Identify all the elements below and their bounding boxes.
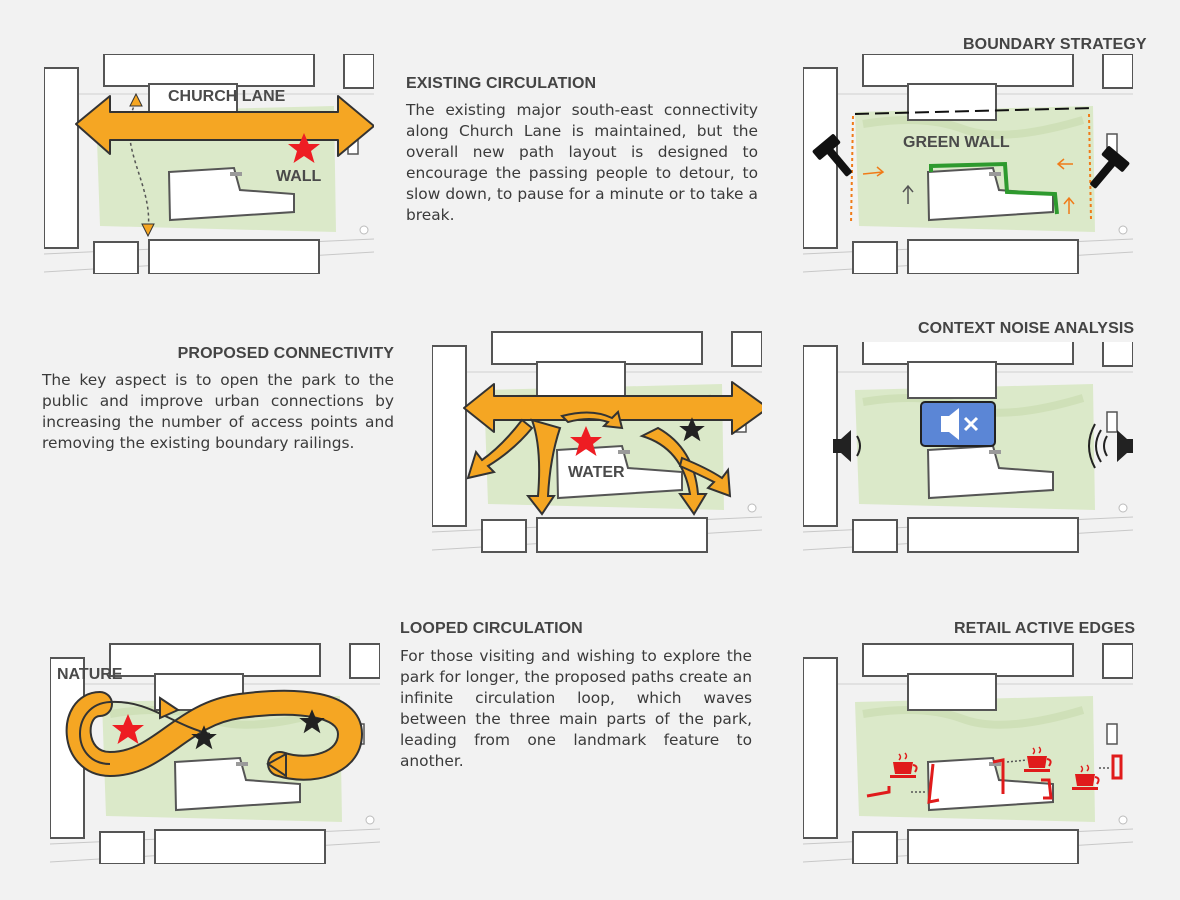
retail-edges-heading: RETAIL ACTIVE EDGES <box>954 620 1136 637</box>
looped-circulation-heading: LOOPED CIRCULATION <box>400 620 583 637</box>
retail-edges-map: RETAIL ACTIVE EDGES <box>803 614 1136 864</box>
existing-circulation-heading: EXISTING CIRCULATION <box>406 75 597 92</box>
looped-circulation-text: For those visiting and wishing to explor… <box>400 647 752 770</box>
green-wall-label: GREEN WALL <box>903 134 1010 151</box>
church-lane-label: CHURCH LANE <box>168 88 286 105</box>
proposed-connectivity-heading: PROPOSED CONNECTIVITY <box>177 345 394 362</box>
wall-label: WALL <box>276 168 322 185</box>
boundary-strategy-heading: BOUNDARY STRATEGY <box>963 36 1147 53</box>
boundary-strategy-map: GREEN WALL <box>803 54 1133 274</box>
proposed-connectivity-map: WATER <box>432 318 762 568</box>
context-noise-heading: CONTEXT NOISE ANALYSIS <box>918 320 1135 337</box>
looped-circulation-map: NATURE <box>50 614 380 864</box>
water-label: WATER <box>568 464 625 481</box>
nature-label: NATURE <box>57 666 123 683</box>
proposed-connectivity-text: The key aspect is to open the park to th… <box>42 371 394 452</box>
existing-circulation-text: The existing major south-east connectivi… <box>406 101 758 224</box>
existing-circulation-map: CHURCH LANE WALL <box>44 54 374 274</box>
context-noise-map: CONTEXT NOISE ANALYSIS <box>803 318 1135 568</box>
